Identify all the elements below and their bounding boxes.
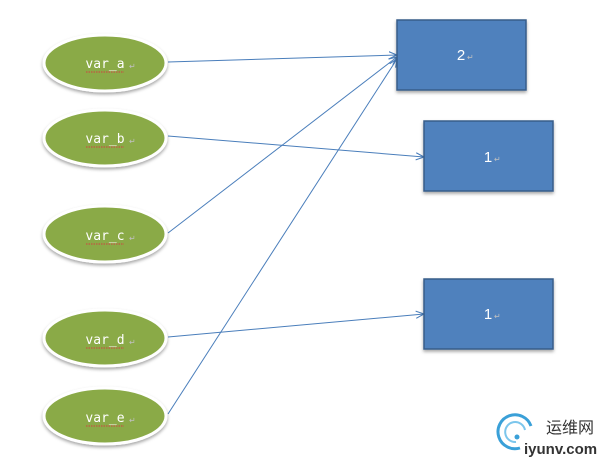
arrow-var-a-to-value-2 <box>167 55 397 63</box>
arrow-var-e-to-value-2 <box>167 59 397 415</box>
paragraph-mark-icon: ↵ <box>129 338 136 347</box>
variable-label: var_b <box>85 132 124 147</box>
paragraph-mark-icon: ↵ <box>494 312 501 321</box>
arrow-layer <box>167 55 424 415</box>
watermark-logo-icon <box>496 413 533 451</box>
variable-node-c[interactable]: var_c ↵ <box>42 204 168 264</box>
paragraph-mark-icon: ↵ <box>129 416 136 425</box>
arrow-var-b-to-value-1-top <box>167 135 424 157</box>
watermark-url: iyunv.com <box>524 441 597 458</box>
variable-node-e[interactable]: var_e ↵ <box>42 386 168 446</box>
paragraph-mark-icon: ↵ <box>129 234 136 243</box>
value-box-1[interactable]: 2 ↵ <box>396 19 527 91</box>
variable-label: var_d <box>85 333 124 348</box>
value-box-2[interactable]: 1 ↵ <box>423 120 554 192</box>
variable-node-d[interactable]: var_d ↵ <box>42 308 168 368</box>
watermark-chinese: 运维网 <box>546 418 594 437</box>
variable-label: var_e <box>85 411 124 426</box>
paragraph-mark-icon: ↵ <box>467 53 474 62</box>
variable-label: var_c <box>85 229 124 244</box>
arrow-var-d-to-value-1-bottom <box>167 314 424 338</box>
variable-node-a[interactable]: var_a ↵ <box>42 33 168 93</box>
arrow-var-c-to-value-2 <box>167 57 397 234</box>
paragraph-mark-icon: ↵ <box>129 137 136 146</box>
variable-label: var_a <box>85 57 124 72</box>
watermark: 运维网 iyunv.com <box>496 413 597 458</box>
value-label: 2 <box>457 47 465 64</box>
value-label: 1 <box>484 149 492 166</box>
value-box-3[interactable]: 1 ↵ <box>423 278 554 350</box>
paragraph-mark-icon: ↵ <box>494 155 501 164</box>
variable-node-b[interactable]: var_b ↵ <box>42 108 168 168</box>
paragraph-mark-icon: ↵ <box>129 62 136 71</box>
value-label: 1 <box>484 306 492 323</box>
